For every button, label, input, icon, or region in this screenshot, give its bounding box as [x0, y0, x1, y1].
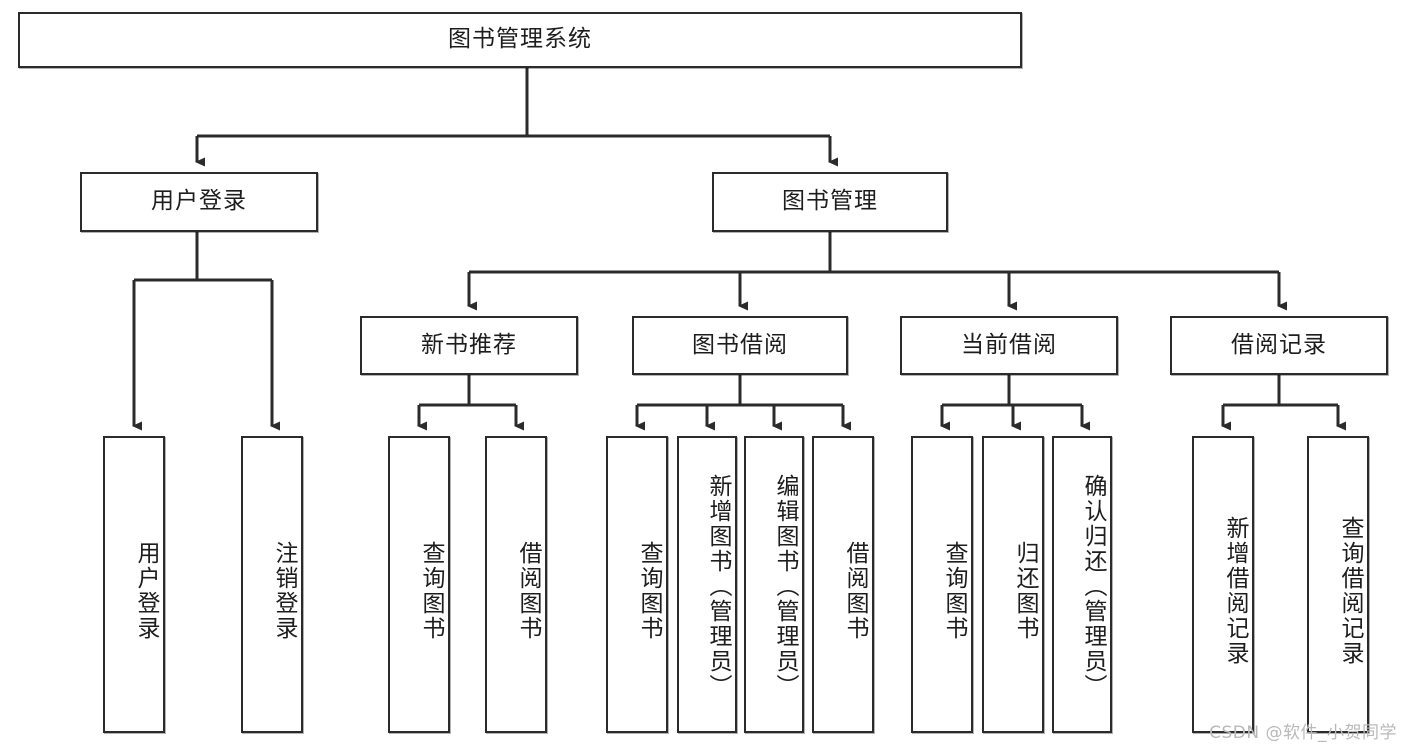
- node-new-book-rec[interactable]: 新书推荐: [360, 316, 578, 375]
- node-leaf-add-borrow-record-label: 新增借阅记录: [1222, 515, 1248, 666]
- node-leaf-logout[interactable]: 注销登录: [241, 436, 303, 733]
- node-leaf-borrow-book-rec-label: 借阅图书: [515, 540, 541, 641]
- node-leaf-return-book-label: 归还图书: [1012, 540, 1038, 641]
- node-borrow-record-label: 借阅记录: [1231, 331, 1327, 358]
- node-leaf-edit-book-admin[interactable]: 编辑图书（管理员）: [744, 436, 804, 733]
- node-borrow-record[interactable]: 借阅记录: [1170, 316, 1388, 375]
- node-leaf-borrow-book-label: 借阅图书: [842, 540, 868, 641]
- node-leaf-confirm-return-admin-label: 确认归还（管理员）: [1080, 474, 1106, 699]
- node-leaf-logout-label: 注销登录: [271, 540, 297, 641]
- node-book-borrow[interactable]: 图书借阅: [632, 316, 848, 375]
- node-new-book-rec-label: 新书推荐: [421, 331, 517, 358]
- node-leaf-query-book-current-label: 查询图书: [941, 540, 967, 641]
- node-book-manage-label: 图书管理: [782, 188, 878, 215]
- node-leaf-borrow-book-rec[interactable]: 借阅图书: [485, 436, 547, 733]
- node-leaf-query-book-rec[interactable]: 查询图书: [388, 436, 450, 733]
- node-leaf-return-book[interactable]: 归还图书: [982, 436, 1044, 733]
- node-leaf-user-login-label: 用户登录: [133, 540, 159, 641]
- node-leaf-edit-book-admin-label: 编辑图书（管理员）: [772, 474, 798, 699]
- node-user-login-label: 用户登录: [151, 188, 247, 215]
- node-leaf-query-book-rec-label: 查询图书: [418, 540, 444, 641]
- node-leaf-query-borrow-record[interactable]: 查询借阅记录: [1307, 436, 1369, 733]
- node-book-manage[interactable]: 图书管理: [712, 172, 948, 232]
- node-current-borrow[interactable]: 当前借阅: [900, 316, 1118, 375]
- node-leaf-query-book-current[interactable]: 查询图书: [911, 436, 973, 733]
- node-book-borrow-label: 图书借阅: [692, 331, 788, 358]
- node-leaf-add-book-admin-label: 新增图书（管理员）: [705, 474, 731, 699]
- node-leaf-user-login[interactable]: 用户登录: [103, 436, 165, 733]
- node-leaf-add-book-admin[interactable]: 新增图书（管理员）: [677, 436, 737, 733]
- node-user-login[interactable]: 用户登录: [80, 172, 318, 232]
- node-root-label: 图书管理系统: [448, 26, 592, 53]
- node-leaf-borrow-book[interactable]: 借阅图书: [812, 436, 874, 733]
- csdn-watermark: CSDN @软件_小贺同学: [1209, 723, 1397, 743]
- node-leaf-confirm-return-admin[interactable]: 确认归还（管理员）: [1052, 436, 1112, 733]
- node-root[interactable]: 图书管理系统: [18, 12, 1022, 68]
- node-leaf-query-book-borrow[interactable]: 查询图书: [606, 436, 668, 733]
- node-current-borrow-label: 当前借阅: [961, 331, 1057, 358]
- node-leaf-query-borrow-record-label: 查询借阅记录: [1337, 515, 1363, 666]
- node-leaf-query-book-borrow-label: 查询图书: [636, 540, 662, 641]
- node-leaf-add-borrow-record[interactable]: 新增借阅记录: [1192, 436, 1254, 733]
